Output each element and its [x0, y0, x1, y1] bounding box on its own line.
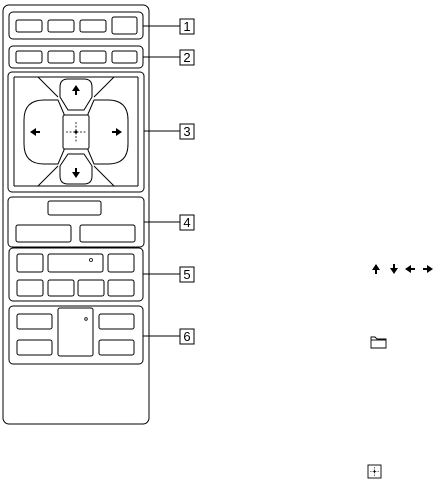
section-5-button-top-right[interactable] [108, 254, 134, 272]
folder-icon [371, 337, 386, 348]
legend-arrow-down-icon [390, 264, 398, 274]
section-5-button-bottom-4[interactable] [108, 280, 134, 296]
section-1-button-1[interactable] [16, 20, 42, 32]
callout-6: 6 [180, 329, 194, 344]
section-1-button-4[interactable] [112, 17, 137, 34]
section-5-dot [90, 259, 93, 262]
section-4-button-top[interactable] [48, 201, 101, 215]
section-5-button-bottom-3[interactable] [78, 280, 104, 296]
section-2-button-1[interactable] [16, 51, 42, 63]
callout-4: 4 [180, 215, 194, 230]
section-4-button-left[interactable] [16, 225, 71, 242]
section-6-group [9, 306, 143, 364]
svg-text:2: 2 [183, 50, 190, 65]
svg-text:3: 3 [183, 124, 190, 139]
callout-2: 2 [180, 50, 194, 65]
section-5-group [9, 248, 143, 301]
svg-text:5: 5 [183, 267, 190, 282]
arrows-up-down-left-right-icon [372, 264, 433, 274]
section-6-button-top-right[interactable] [99, 314, 134, 329]
svg-text:1: 1 [183, 19, 190, 34]
section-1-button-2[interactable] [48, 20, 74, 32]
callout-5: 5 [180, 267, 194, 282]
section-5-button-bottom-1[interactable] [17, 280, 43, 296]
section-2-button-2[interactable] [48, 51, 74, 63]
section-6-button-bottom-left[interactable] [17, 340, 52, 355]
section-5-button-top-left[interactable] [17, 254, 43, 272]
legend-arrow-left-icon [405, 265, 415, 273]
section-1-group [9, 12, 143, 39]
section-6-dot [85, 318, 88, 321]
section-2-group [9, 46, 143, 68]
section-2-button-4[interactable] [112, 51, 137, 63]
section-5-button-top-center[interactable] [48, 254, 103, 272]
section-4-group [8, 197, 144, 247]
section-6-button-top-left[interactable] [17, 314, 52, 329]
section-6-button-bottom-right[interactable] [99, 340, 134, 355]
section-5-button-bottom-2[interactable] [48, 280, 74, 296]
svg-text:6: 6 [183, 329, 190, 344]
section-1-button-3[interactable] [80, 20, 106, 32]
section-3-group [8, 72, 144, 192]
center-dot-legend-icon [368, 465, 381, 478]
section-6-button-center[interactable] [58, 308, 93, 356]
svg-text:4: 4 [183, 215, 190, 230]
section-2-button-3[interactable] [80, 51, 106, 63]
legend-arrow-up-icon [372, 264, 380, 274]
legend-arrow-right-icon [423, 265, 433, 273]
section-4-button-right[interactable] [80, 225, 135, 242]
callout-1: 1 [180, 19, 194, 34]
callout-3: 3 [180, 124, 194, 139]
